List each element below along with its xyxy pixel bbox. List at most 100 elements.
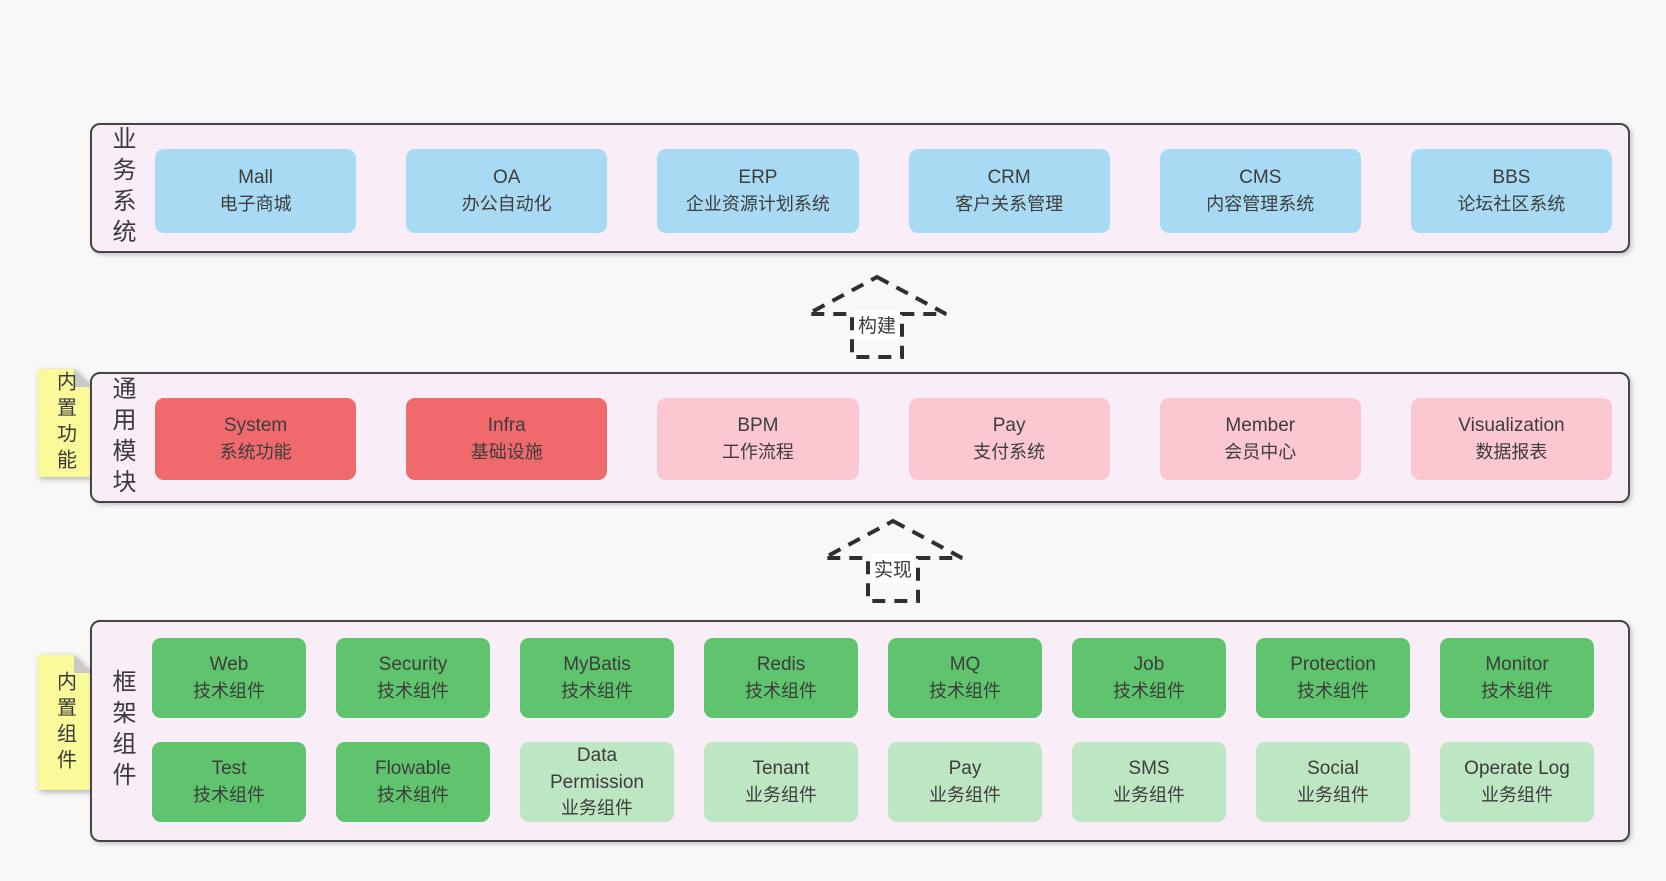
sticky-label: 内置组件 — [53, 670, 76, 775]
sticky-paper — [38, 655, 92, 790]
box-erp: ERP 企业资源计划系统 — [657, 149, 859, 233]
box-title: Protection — [1290, 654, 1376, 676]
box-bbs: BBS 论坛社区系统 — [1410, 149, 1613, 233]
box-subtitle: 支付系统 — [973, 441, 1046, 462]
box-title: System — [223, 415, 288, 437]
box-subtitle: 电子商城 — [219, 193, 292, 214]
box-redis: Redis 技术组件 — [704, 638, 858, 718]
box-subtitle: 技术组件 — [377, 680, 449, 701]
box-subtitle: 内容管理系统 — [1206, 193, 1315, 214]
box-monitor: Monitor 技术组件 — [1440, 638, 1594, 718]
dashed-up-arrow-icon — [807, 274, 947, 359]
arrow-implement-label: 实现 — [870, 554, 916, 583]
tier-label-common-modules: 通用模块 — [108, 375, 135, 500]
box-subtitle: 论坛社区系统 — [1457, 193, 1566, 214]
box-title: CRM — [987, 167, 1031, 189]
box-title: MQ — [949, 654, 981, 676]
box-job: Job 技术组件 — [1072, 638, 1226, 718]
box-subtitle: 技术组件 — [929, 680, 1001, 701]
box-sms: SMS 业务组件 — [1072, 742, 1226, 822]
box-data-permission: Data Permission 业务组件 — [520, 742, 674, 822]
box-title: Security — [378, 654, 448, 676]
box-web: Web 技术组件 — [152, 638, 306, 718]
box-title: BPM — [737, 415, 779, 437]
box-title: Job — [1133, 654, 1165, 676]
box-title: Web — [209, 654, 249, 676]
box-title: CMS — [1239, 167, 1282, 189]
box-subtitle: 技术组件 — [377, 784, 449, 805]
box-subtitle: 办公自动化 — [461, 193, 552, 214]
box-test: Test 技术组件 — [152, 742, 306, 822]
box-title: Data Permission — [550, 745, 644, 793]
box-mq: MQ 技术组件 — [888, 638, 1042, 718]
box-subtitle: 技术组件 — [193, 784, 265, 805]
tier-label-framework-components: 框架组件 — [108, 669, 135, 793]
box-subtitle: 数据报表 — [1475, 441, 1548, 462]
box-title: Redis — [756, 654, 806, 676]
box-subtitle: 技术组件 — [1297, 680, 1369, 701]
box-title: Pay — [992, 415, 1026, 437]
box-title: BBS — [1492, 167, 1531, 189]
box-oa: OA 办公自动化 — [406, 149, 608, 233]
box-subtitle: 业务组件 — [561, 797, 633, 818]
box-subtitle: 企业资源计划系统 — [685, 193, 830, 214]
box-title: Infra — [487, 415, 526, 437]
box-operate-log: Operate Log 业务组件 — [1440, 742, 1594, 822]
box-subtitle: 技术组件 — [1113, 680, 1185, 701]
box-subtitle: 工作流程 — [721, 441, 794, 462]
arrow-build: 构建 — [806, 274, 948, 360]
box-cms: CMS 内容管理系统 — [1159, 149, 1361, 233]
box-visualization: Visualization 数据报表 — [1410, 398, 1613, 480]
box-subtitle: 业务组件 — [1481, 784, 1553, 805]
box-subtitle: 系统功能 — [219, 441, 292, 462]
box-title: MyBatis — [563, 654, 631, 676]
box-mall: Mall 电子商城 — [155, 149, 357, 233]
box-title: Mall — [238, 167, 273, 189]
sticky-note-builtin-components: 内置组件 — [38, 655, 92, 790]
box-pay: Pay 业务组件 — [888, 742, 1042, 822]
box-subtitle: 技术组件 — [561, 680, 633, 701]
box-title: Pay — [948, 758, 982, 780]
box-title: ERP — [738, 167, 778, 189]
box-subtitle: 技术组件 — [1481, 680, 1553, 701]
box-title: Test — [211, 758, 247, 780]
box-title: Member — [1225, 415, 1296, 437]
box-subtitle: 技术组件 — [745, 680, 817, 701]
box-subtitle: 业务组件 — [1297, 784, 1369, 805]
box-protection: Protection 技术组件 — [1256, 638, 1410, 718]
box-title: Flowable — [374, 758, 452, 780]
tier-label-business-systems: 业务系统 — [108, 126, 135, 250]
box-system: System 系统功能 — [155, 398, 357, 480]
box-title: Monitor — [1485, 654, 1549, 676]
box-pay: Pay 支付系统 — [908, 398, 1110, 480]
dashed-up-arrow-icon — [823, 518, 963, 603]
sticky-label: 内置功能 — [53, 371, 76, 475]
box-subtitle: 业务组件 — [1113, 784, 1185, 805]
box-title: Visualization — [1458, 415, 1565, 437]
sticky-paper — [38, 369, 92, 477]
box-subtitle: 业务组件 — [929, 784, 1001, 805]
box-security: Security 技术组件 — [336, 638, 490, 718]
box-title: Operate Log — [1464, 758, 1570, 780]
box-bpm: BPM 工作流程 — [657, 398, 859, 480]
box-member: Member 会员中心 — [1159, 398, 1361, 480]
box-mybatis: MyBatis 技术组件 — [520, 638, 674, 718]
box-title: SMS — [1128, 758, 1170, 780]
box-flowable: Flowable 技术组件 — [336, 742, 490, 822]
box-title: OA — [493, 167, 521, 189]
box-subtitle: 会员中心 — [1224, 441, 1297, 462]
box-subtitle: 业务组件 — [745, 784, 817, 805]
box-subtitle: 技术组件 — [193, 680, 265, 701]
